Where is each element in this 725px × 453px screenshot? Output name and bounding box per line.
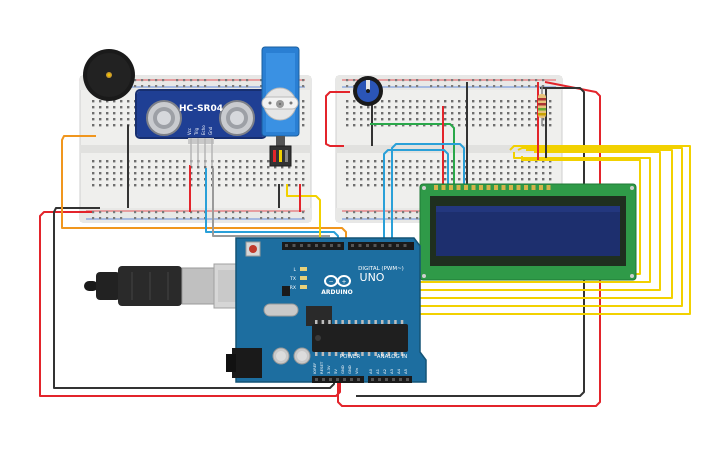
arduino-leds: L TX RX [289,267,307,291]
lcd-display[interactable] [419,183,637,281]
power-pin-label: 5V [333,369,338,374]
wire-blue-lcd-a [383,149,449,248]
sensor-model-label: HC-SR04 [179,104,223,114]
svg-text:+: + [341,279,346,286]
analog-pin-label: A1 [375,368,380,374]
power-pin-label: IOREF [312,363,317,374]
power-jack[interactable] [232,348,262,378]
wire-blue-lcd-b [391,143,465,248]
buzzer-icon [107,73,111,77]
analog-pin-label: A0 [368,368,373,374]
servo-icon [279,103,281,105]
digital-header-pins[interactable] [285,244,407,247]
wire-yellow-5 [400,152,651,283]
analog-pin-label: A2 [382,368,387,374]
led-label: L [293,267,296,273]
led-label: RX [290,285,296,291]
arduino-model: UNO [360,271,385,284]
led-label: TX [289,276,296,282]
power-header-label: POWER [340,354,361,360]
wire-red-pot [325,91,350,147]
lcd-screen [436,206,620,256]
resistor[interactable] [538,85,546,127]
status-led [300,267,307,271]
sensor-pin-label: Vcc [187,128,192,135]
status-led [300,276,307,280]
wire-red-right-loop [337,81,601,407]
servo[interactable] [261,46,300,167]
arduino-infinity-logo-icon: − + [324,275,351,287]
resistor-icon [541,85,543,87]
wire-orange-left [61,135,347,244]
arduino-uno[interactable]: DIGITAL (PWM~) L TX RX − + ARDUINO UNO POW… [226,237,427,383]
wire-red-left-loop [39,211,341,397]
wire-green-pot [370,123,455,186]
lcd-header-pins [434,185,551,190]
arduino-brand: ARDUINO [321,289,352,296]
potentiometer-icon [366,89,370,93]
wire-black-left-loop [53,207,335,389]
power-pin-label: Vin [354,367,359,374]
analog-header-label: ANALOG IN [377,354,408,360]
svg-text:−: − [328,279,333,286]
bottom-header-pins[interactable] [315,378,409,381]
buzzer[interactable] [83,49,135,101]
analog-pin-label: A4 [396,368,401,374]
chip-legs [315,320,404,356]
power-pin-label: 3.3V [326,365,331,374]
status-led [300,285,307,289]
sensor-pin-label: Gnd [208,126,213,135]
usb-cable[interactable] [84,263,257,309]
power-pin-label: GND [340,365,345,374]
sensor-pin-label: Trig [194,127,199,136]
power-pin-label: RESET [319,361,324,374]
potentiometer[interactable] [353,76,383,106]
digital-header-label: DIGITAL (PWM~) [358,266,404,272]
analog-pin-label: A3 [389,368,394,374]
wire-yellow-servo [286,184,321,244]
analog-pin-label: A5 [403,368,408,374]
power-pin-label: GND [347,365,352,374]
wire-gray-sensor [212,168,330,237]
sensor-pin-label: Echo [201,125,206,135]
